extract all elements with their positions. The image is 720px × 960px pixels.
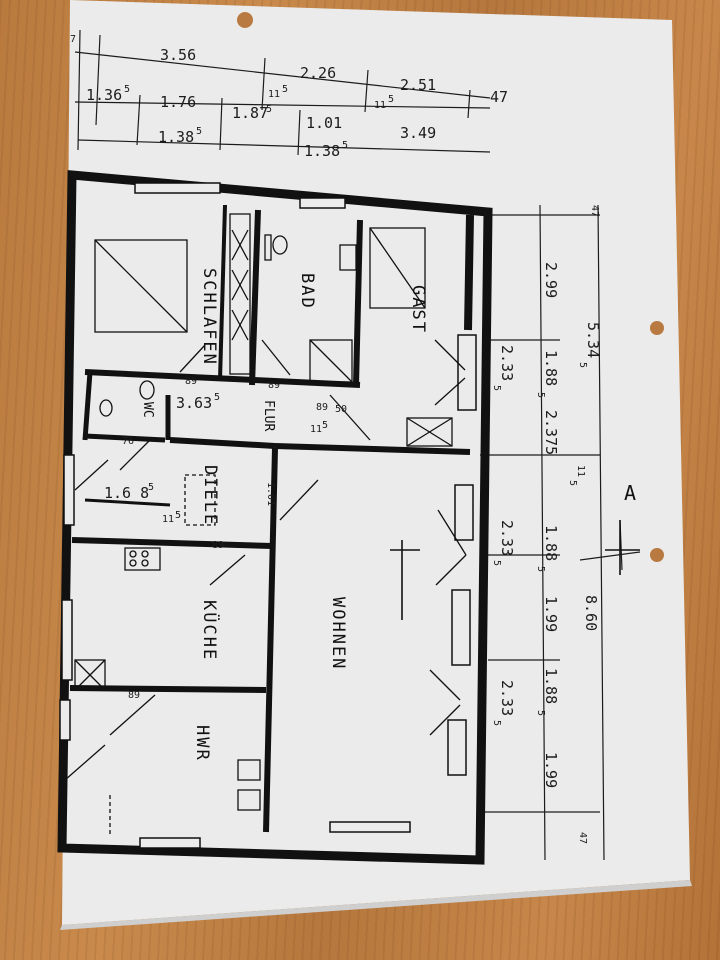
windows [59,182,477,849]
dim-int-11-b-sup: 5 [175,510,181,521]
dim-int-89-c: 89 [316,402,328,413]
dim-top-2-51: 2.51 [400,76,436,94]
dim-11-b: 11 [374,100,386,111]
dim-right-1-88-c-sup: 5 [535,710,546,716]
dim-int-3-63-sup: 5 [214,392,220,403]
dim-int-89-e: 89 [128,690,140,701]
dim-11-a-sup: 5 [282,84,288,95]
right-dimension-lines [480,204,641,861]
dim-right-2-33-a-sup: 5 [491,385,502,391]
dim-right-2-33-c: 2.33 [498,680,516,716]
walls [57,170,493,865]
dim-int-11: 11 [310,424,322,435]
dim-right-2-99: 2.99 [542,262,560,298]
fixtures [74,213,453,835]
dim-right-1-88-b: 1.88 [542,525,560,561]
paper-sheet [62,0,690,925]
dim-int-89-d: 89 [212,540,224,551]
dim-int-76: 76 [122,436,134,447]
punch-hole-right-1 [650,321,664,335]
dim-int-89-b: 89 [268,380,280,391]
dim-right-1-88-b-sup: 5 [535,566,546,572]
dim-int-1-01: 1.01 [265,482,276,506]
dim-right-5-34-sup: 5 [577,362,588,368]
dim-1-01-top: 1.01 [306,114,342,132]
dim-right-47-bottom: 47 [577,832,588,844]
dim-1-38-b: 1.38 [304,142,340,160]
dim-int-89-a: 89 [185,376,197,387]
dim-right-11-sup: 5 [567,480,578,486]
dim-int-11-sup: 5 [322,420,328,431]
room-label-wc: WC [140,402,155,418]
dim-1-38-b-sup: 5 [342,140,348,151]
dim-11-a: 11 [268,89,280,100]
room-label-bad: BAD [297,273,317,310]
dim-right-11: 11 [575,465,586,477]
room-label-kueche: KÜCHE [199,600,221,661]
dim-right-2-33-c-sup: 5 [491,720,502,726]
dim-1-36: 1.36 [86,86,122,104]
dim-int-3-63: 3.63 [176,394,212,412]
dim-top-2-26: 2.26 [300,64,336,82]
dim-int-11-b: 11 [162,514,174,525]
room-label-gast: GAST [408,285,428,334]
dim-right-47-top: 47 [589,205,600,217]
dim-1-38-a: 1.38 [158,128,194,146]
section-marker-label: A [624,481,636,505]
dim-int-1-68-sup: 5 [148,482,154,493]
dim-int-1-68: 1.6 8 [104,484,149,502]
dim-11-b-sup: 5 [388,94,394,105]
dim-int-50: 50 [335,404,347,415]
dim-right-2-33-b: 2.33 [498,520,516,556]
room-label-diele: DIELE [200,465,220,526]
dim-right-1-88-a-sup: 5 [535,392,546,398]
door-swings [64,339,467,781]
punch-hole-top [237,12,253,28]
dim-1-38-a-sup: 5 [196,126,202,137]
dim-right-1-88-c: 1.88 [542,668,560,704]
room-label-wohnen: WOHNEN [328,597,348,670]
dim-3-49: 3.49 [400,124,436,142]
dim-right-2-33-b-sup: 5 [491,560,502,566]
top-dimension-lines [74,29,491,156]
dim-1-87-sup: 5 [266,104,272,115]
dim-1-87: 1.87 [232,104,268,122]
dim-right-2-33-a: 2.33 [498,345,516,381]
dim-right-1-99-b: 1.99 [542,752,560,788]
dim-right-1-88-a: 1.88 [542,350,560,386]
room-label-hwr: HWR [192,725,212,762]
punch-hole-right-2 [650,548,664,562]
dim-top-47: 47 [490,88,508,106]
room-label-flur: FLUR [261,400,276,431]
dim-right-1-99-a: 1.99 [542,596,560,632]
dim-right-2-375: 2.375 [542,410,560,455]
dim-1-76: 1.76 [160,93,196,111]
section-marker [390,520,640,620]
dim-top-7: 7 [70,34,76,45]
dim-1-36-sup: 5 [124,84,130,95]
dim-right-8-60: 8.60 [582,595,600,631]
room-label-schlafen: SCHLAFEN [199,268,219,366]
dim-top-3-56: 3.56 [160,46,196,64]
dim-right-5-34: 5.34 [584,322,602,358]
